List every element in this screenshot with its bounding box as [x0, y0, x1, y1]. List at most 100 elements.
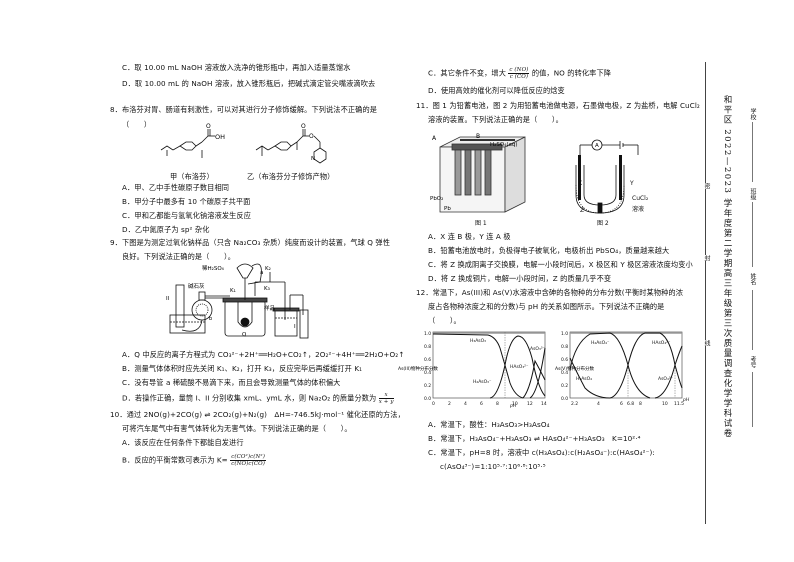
sample-label: 样品 [264, 304, 276, 312]
q8-option-b: B．甲分子中最多有 10 个碳原子共平面 [122, 197, 251, 206]
q11-stem-line2: 溶液的装置。下列说法正确的是（ ）。 [428, 115, 563, 124]
svg-text:0.2: 0.2 [424, 383, 431, 389]
q8-stem: 8．布洛芬对胃、肠道有刺激性，可以对其进行分子修饰缓解。下列说法不正确的是 [110, 105, 378, 114]
carbonyl-o: O [301, 123, 306, 130]
svg-text:0.6: 0.6 [424, 357, 431, 363]
seal-char-mi: 密 [702, 183, 711, 189]
hydroxyl-oh: OH [215, 133, 225, 141]
q10-stem-line1: 10．通过 2NO(g)+2CO(g) ⇌ 2CO₂(g)+N₂(g) ΔH=-… [110, 410, 405, 419]
electrode-y-label: Y [630, 180, 634, 187]
q7-option-c: C．取 10.00 mL NaOH 溶液放入洗净的锥形瓶中，再加入适量蒸馏水 [122, 63, 351, 72]
q12-option-a: A．常温下，酸性：H₃AsO₃>H₃AsO₄ [428, 420, 550, 429]
ibuprofen-structure: O OH [160, 123, 225, 158]
q7-option-d: D．取 10.00 mL 的 NaOH 溶液，放入锥形瓶后，把碱式滴定管尖嘴液滴… [122, 79, 376, 88]
class-label: 班级 [749, 188, 756, 200]
svg-text:10: 10 [512, 401, 518, 407]
tube-b-label: b [209, 316, 212, 322]
mol-yi-label: 乙（布洛芬分子修饰产物） [247, 172, 335, 181]
svg-text:H₃AsO₄: H₃AsO₄ [576, 376, 592, 382]
svg-text:6: 6 [480, 401, 483, 407]
cucl2-label: CuCl₂ [632, 195, 649, 202]
exam-title: 和平区 2022—2023 学年度第二学期高三年级第三次质量调查化学学科试卷 [722, 95, 732, 439]
q8-option-c: C．甲和乙都能与氢氧化钠溶液发生反应 [122, 211, 252, 220]
svg-text:8: 8 [639, 401, 642, 407]
svg-text:0.6: 0.6 [561, 357, 568, 363]
svg-text:12: 12 [527, 401, 533, 407]
q11-option-c: C．将 Z 换成阴离子交换膜，电解一小段时间后，X 极区和 Y 极区溶液浓度均变… [428, 260, 693, 269]
q9-option-c: C．没有导管 a 稀硫酸不易滴下来，而且会导致测量气体的体积偏大 [122, 378, 341, 387]
lead-acid-battery-figure: A B H₂SO₄(aq) PbO₂ Pb [430, 133, 526, 213]
solution-label: 溶液 [632, 206, 645, 213]
balloon-q-label: Q [242, 332, 247, 338]
name-label: 姓名 [749, 273, 756, 285]
q10-option-a: A．该反应在任何条件下都能自发进行 [122, 438, 244, 447]
q9-apparatus-figure: 稀H₂SO₄ a K₁ K₂ K₃ 碱石灰 b 样品 Q II I [166, 263, 309, 339]
pbo2-label: PbO₂ [430, 196, 443, 202]
cylinder-ii-label: II [166, 296, 170, 302]
svg-text:0.2: 0.2 [561, 383, 568, 389]
q12-option-c-line1: C．常温下，pH=8 时，溶液中 c(H₃AsO₄):c(H₂AsO₄⁻):c(… [428, 448, 655, 457]
pb-label: Pb [444, 206, 451, 212]
name-field[interactable] [752, 290, 753, 350]
svg-text:0.0: 0.0 [424, 396, 431, 402]
svg-text:H₂AsO₄⁻: H₂AsO₄⁻ [591, 340, 610, 346]
ester-o: O [309, 133, 314, 140]
q11-option-a: A．X 连 B 极，Y 连 A 极 [428, 232, 511, 241]
mol-jia-label: 甲（布洛芬） [170, 172, 214, 181]
as5-xlabel: pH [682, 397, 690, 403]
q12-stem-line1: 12．常温下，As(III)和 As(V)水溶液中含砷的各物种的分布分数(平衡时… [416, 288, 683, 297]
exam-id-field[interactable] [752, 372, 753, 427]
school-label: 学校 [749, 108, 756, 120]
svg-text:14: 14 [541, 401, 547, 407]
electrode-x-label: X [578, 180, 583, 187]
valve-k2-label: K₂ [265, 266, 271, 272]
svg-text:4: 4 [464, 401, 467, 407]
seal-char-feng: 封 [702, 255, 711, 261]
seal-char-xian: 线 [702, 340, 711, 346]
cylinder-i-label: I [294, 324, 296, 330]
svg-text:0.4: 0.4 [424, 370, 431, 376]
svg-text:10: 10 [662, 401, 668, 407]
svg-text:H₂AsO₃⁻: H₂AsO₃⁻ [473, 379, 492, 385]
carbonyl-o: O [206, 123, 211, 130]
mass-fraction-formula: x x + y [378, 392, 394, 405]
figure-2-caption: 图 2 [597, 220, 609, 227]
class-field[interactable] [752, 202, 753, 267]
electrode-a-label: A [432, 135, 437, 142]
svg-text:AsO₄³⁻: AsO₄³⁻ [658, 376, 674, 382]
figure-1-caption: 图 1 [475, 220, 487, 227]
q9-option-b: B．测量气体体积时应先关闭 K₁、K₂，打开 K₃，反应完毕后再缓缓打开 K₁ [122, 364, 363, 373]
svg-text:HAsO₄²⁻: HAsO₄²⁻ [652, 340, 671, 346]
svg-text:0: 0 [432, 401, 435, 407]
ibuprofen-derivative-structure: O O N [255, 123, 327, 164]
tube-a-label: a [260, 270, 263, 276]
school-field[interactable] [752, 122, 753, 182]
q9-stem-line2: 良好。下列说法正确的是（ ）。 [122, 252, 236, 261]
binding-seal-line [705, 62, 706, 524]
exam-id-label: 考号 [749, 356, 756, 368]
valve-k3-label: K₃ [264, 286, 270, 292]
svg-text:2.2: 2.2 [571, 401, 578, 407]
q11-stem-line1: 11．图 1 为铅蓄电池，图 2 为用铅蓄电池做电源，石墨做电极，Z 为盐桥，电… [416, 101, 700, 110]
q11-option-b: B．铅蓄电池放电时，负极得电子被氧化，电极析出 PbSO₄，质量越来越大 [428, 246, 670, 255]
q12-option-b: B．常温下，H₃AsO₄⁻+H₃AsO₃ ⇌ HAsO₄²⁻+H₃AsO₃ K=… [428, 434, 641, 443]
svg-text:H₃AsO₃: H₃AsO₃ [470, 338, 486, 344]
as3-ylabel: As(III)物种分布分数 [398, 365, 438, 372]
svg-text:8: 8 [496, 401, 499, 407]
equilibrium-constant-formula: c(CO²)c(N²) c(NO)c(CO) [230, 454, 266, 467]
valve-k1-label: K₁ [230, 288, 236, 294]
q12-stem-line2: 度占各物种浓度之和的分数)与 pH 的关系如图所示。下列说法不正确的是 [428, 302, 665, 311]
as3-xlabel: pH [509, 403, 517, 408]
svg-text:0.4: 0.4 [561, 370, 568, 376]
q8-option-d: D．乙中氮原子为 sp² 杂化 [122, 225, 210, 234]
q12-stem-line3: （ ）。 [428, 316, 461, 325]
soda-lime-label: 碱石灰 [188, 282, 205, 290]
q11-option-d: D．将 Z 换成铜片，电解一小段时间，Z 的质量几乎不变 [428, 274, 612, 283]
pyridine-n: N [311, 156, 315, 162]
q9-option-a: A．Q 中反应的离子方程式为 CO₃²⁻+2H⁺══H₂O+CO₂↑，2O₂²⁻… [122, 350, 405, 359]
q8-blank: （ ） [122, 120, 152, 129]
svg-text:1.0: 1.0 [424, 331, 431, 337]
